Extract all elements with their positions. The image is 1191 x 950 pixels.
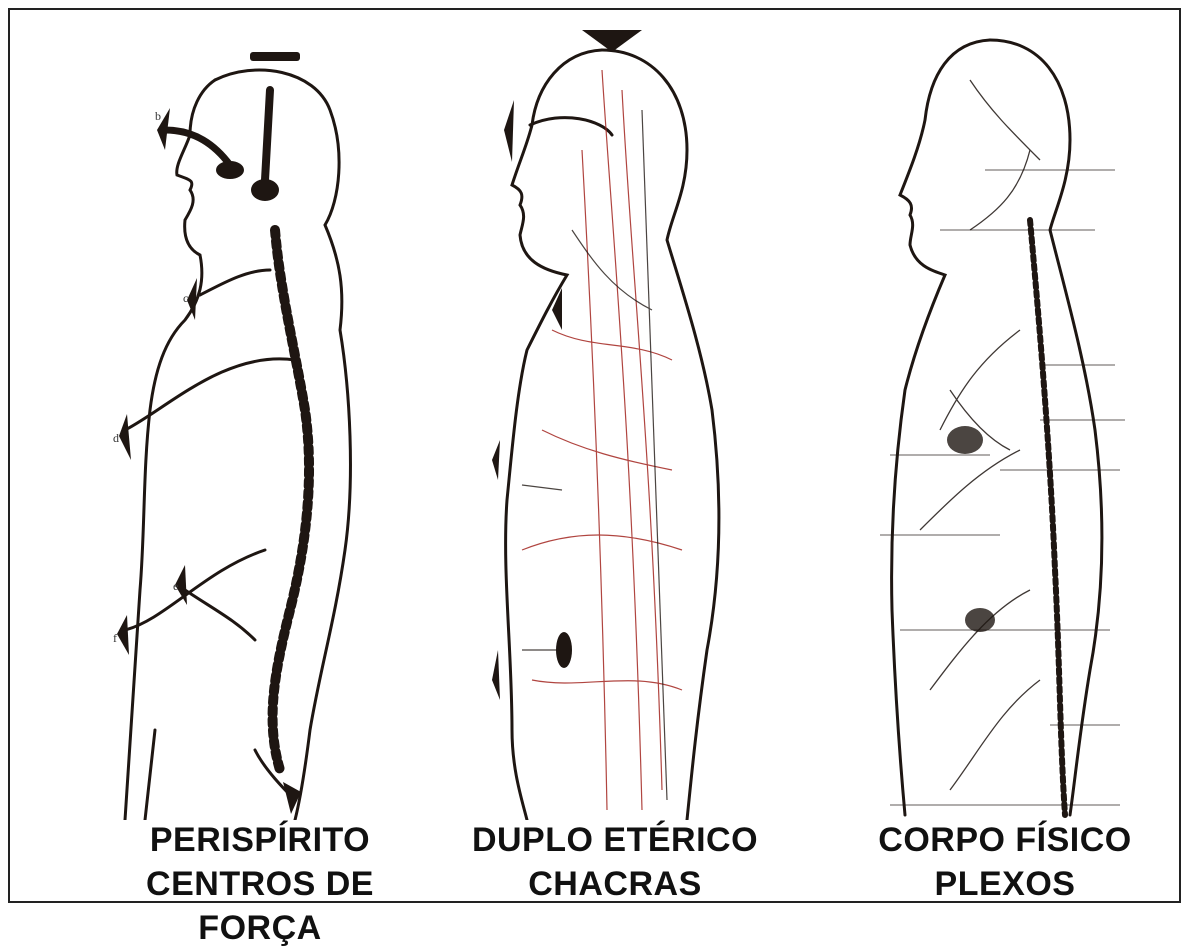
caption-duplo-eterico-title: DUPLO ETÉRICO [435, 818, 795, 862]
marker-e: e [173, 579, 178, 593]
caption-corpo-fisico-subtitle: PLEXOS [825, 862, 1185, 906]
caption-corpo-fisico-title: CORPO FÍSICO [825, 818, 1185, 862]
caption-perispirito-title: PERISPÍRITO [80, 818, 440, 862]
corpo-fisico-illustration [870, 30, 1130, 820]
perispirito-figure: b c d e f [105, 30, 365, 820]
caption-corpo-fisico: CORPO FÍSICO PLEXOS [825, 818, 1185, 906]
caption-perispirito-subtitle: CENTROS DE FORÇA [80, 862, 440, 950]
marker-d: d [113, 431, 119, 445]
corpo-fisico-figure [870, 30, 1130, 820]
marker-f: f [113, 631, 117, 645]
caption-duplo-eterico-subtitle: CHACRAS [435, 862, 795, 906]
duplo-eterico-illustration [482, 30, 732, 820]
caption-perispirito: PERISPÍRITO CENTROS DE FORÇA [80, 818, 440, 950]
marker-b: b [155, 109, 161, 123]
perispirito-illustration: b c d e f [105, 30, 365, 820]
marker-c: c [183, 291, 188, 305]
duplo-eterico-figure [482, 30, 732, 820]
figure-frame: b c d e f [8, 8, 1181, 903]
caption-duplo-eterico: DUPLO ETÉRICO CHACRAS [435, 818, 795, 906]
